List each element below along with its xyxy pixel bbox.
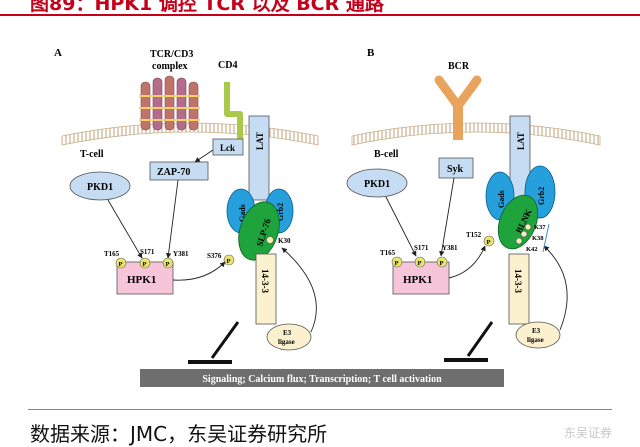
phospho-s171-b — [414, 256, 426, 268]
ubiquitin-k38 — [520, 230, 528, 238]
lat-box-a — [248, 115, 270, 201]
tcr-cd3-complex — [139, 75, 200, 131]
ubiquitin-k30 — [266, 236, 274, 244]
grb2-label-a: Grb2 — [276, 203, 285, 221]
arrow-hpk1-blnk — [448, 245, 486, 279]
pkd1-label-b: PKD1 — [364, 179, 390, 190]
signaling-bar — [140, 369, 504, 387]
k38-label: K38 — [532, 235, 544, 242]
figure-title: 图89：HPK1 调控 TCR 以及 BCR 通路 — [30, 0, 384, 15]
protein-14-3-3-b — [508, 253, 530, 325]
signaling-bar-label: Signaling; Calcium flux; Transcription; … — [202, 374, 442, 385]
k30-label: K30 — [278, 237, 291, 245]
grb2-label-b: Grb2 — [537, 187, 546, 205]
e3-label-a: E3 — [283, 329, 292, 337]
arrow-pkd1-hpk1-b — [385, 196, 417, 257]
hpk1-label-b: HPK1 — [403, 274, 432, 286]
protein-14-3-3-label-b: 14-3-3 — [513, 269, 523, 293]
blnk-ellipse — [497, 194, 539, 250]
phospho-t165-a — [115, 257, 127, 269]
tcr-sub-label: complex — [152, 61, 188, 72]
zap70-box — [149, 161, 209, 181]
phospho-s376 — [223, 254, 235, 266]
phospho-y381-b — [436, 256, 448, 268]
panel-b: B B-cell BCR Syk LAT PKD1 Gads Grb2 BLNK… — [346, 47, 601, 362]
pkd1-ellipse-b — [346, 168, 408, 198]
pkd1-label-a: PKD1 — [87, 182, 113, 193]
ubiquitin-k37 — [524, 223, 532, 231]
bcr-label: BCR — [448, 61, 470, 72]
zap70-label: ZAP-70 — [157, 167, 190, 178]
pathway-diagram: A T-cell TCR/CD3 complex CD4 Lck LAT ZAP… — [54, 47, 601, 387]
e3-ligase-a — [266, 323, 312, 351]
figure-header: 图89：HPK1 调控 TCR 以及 BCR 通路 — [0, 0, 640, 16]
hpk1-label-a: HPK1 — [127, 274, 156, 286]
tcr-label: TCR/CD3 — [150, 49, 193, 60]
gads-label-b: Gads — [497, 190, 506, 208]
bcr-stalk — [453, 104, 463, 140]
lck-label: Lck — [220, 143, 235, 153]
footer-source: 数据来源：JMC，东吴证券研究所 — [30, 422, 328, 446]
footer-rule — [28, 409, 612, 410]
phospho-s171-a — [139, 257, 151, 269]
arrow-hpk1-slp76 — [172, 261, 226, 281]
footer-watermark: 东吴证券 — [564, 426, 613, 440]
k37-label: K37 — [534, 224, 546, 231]
y381-label-b: Y381 — [442, 244, 458, 252]
e3-ligase-b — [515, 321, 561, 349]
inhibition-b — [466, 321, 494, 357]
phospho-t152 — [483, 235, 495, 247]
t152-label: T152 — [466, 231, 482, 239]
protein-14-3-3-label-a: 14-3-3 — [260, 269, 270, 293]
s171-label-b: S171 — [414, 244, 429, 252]
ubiquitin-bracket — [542, 223, 550, 253]
cell-label-b: B-cell — [374, 149, 399, 160]
protein-14-3-3-a — [255, 253, 277, 325]
gads-label-a: Gads — [238, 204, 247, 222]
syk-label: Syk — [447, 164, 464, 175]
phospho-y381-label-a: P — [166, 261, 170, 268]
lat-label-a: LAT — [255, 132, 265, 150]
arrow-lck-zap70 — [194, 149, 214, 163]
phospho-y381-label-b: P — [440, 260, 444, 267]
t165-label-b: T165 — [380, 249, 396, 257]
phospho-t165-label-a: P — [119, 261, 123, 268]
panel-a: A T-cell TCR/CD3 complex CD4 Lck LAT ZAP… — [54, 47, 319, 364]
k42-label: K42 — [526, 246, 538, 253]
arrow-e3-k30 — [281, 247, 317, 333]
cell-label-a: T-cell — [80, 149, 104, 160]
arrow-syk-hpk1 — [439, 177, 455, 257]
ligase-label-b: ligase — [527, 336, 544, 344]
phospho-s171-label-b: P — [418, 260, 422, 267]
s376-label: S376 — [207, 252, 222, 260]
membrane-b — [351, 122, 601, 146]
pkd1-ellipse-a — [69, 171, 131, 201]
s171-label-a: S171 — [140, 248, 155, 256]
slp76-ellipse — [238, 201, 280, 261]
arrow-e3-blnk — [543, 245, 568, 331]
phospho-t152-label: P — [487, 239, 491, 246]
t165-label-a: T165 — [104, 250, 120, 258]
y381-label-a: Y381 — [173, 250, 189, 258]
phospho-t165-label-b: P — [395, 260, 399, 267]
phospho-s376-label: P — [227, 258, 231, 265]
panel-a-label: A — [54, 47, 62, 59]
arrow-pkd1-hpk1-a — [107, 199, 143, 259]
hpk1-box-b — [392, 261, 450, 295]
cd4-label: CD4 — [218, 60, 237, 71]
lck-box — [212, 138, 244, 156]
phospho-s171-label-a: P — [143, 261, 147, 268]
syk-box — [438, 157, 474, 179]
lat-label-b: LAT — [516, 132, 526, 150]
bcr-receptor — [434, 75, 482, 111]
inhibition-a — [210, 321, 240, 359]
ubiquitin-k42 — [515, 237, 523, 245]
arrow-zap70-hpk1 — [165, 179, 179, 259]
cd4-coreceptor — [224, 82, 243, 140]
panel-b-label: B — [367, 47, 375, 59]
e3-label-b: E3 — [532, 327, 541, 335]
ligase-label-a: ligase — [278, 338, 295, 346]
header-rule — [0, 14, 640, 16]
phospho-t165-b — [391, 256, 403, 268]
